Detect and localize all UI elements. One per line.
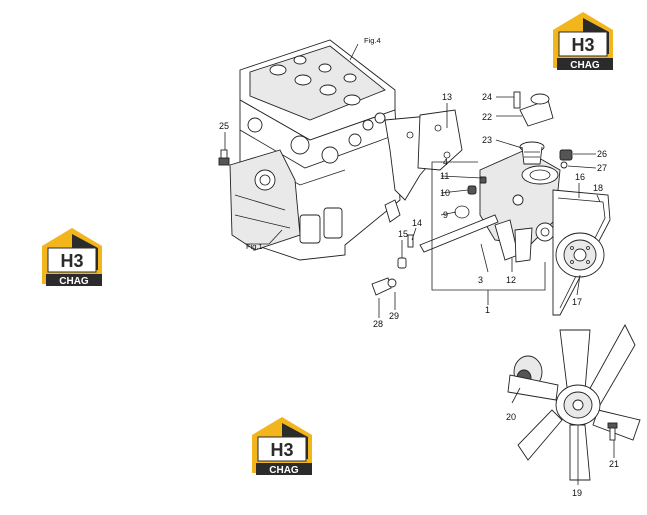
callout-12: 12 [506, 275, 516, 285]
watermark-logo-left: H3 CHAG [42, 228, 102, 287]
callout-26: 26 [597, 149, 607, 159]
callout-15: 15 [398, 229, 408, 239]
callout-24: 24 [482, 92, 492, 102]
watermark-word: CHAG [269, 465, 299, 476]
callout-18: 18 [593, 183, 603, 193]
leader-lines [224, 43, 615, 485]
callout-28: 28 [373, 319, 383, 329]
fig1-reference: Fig.1 [246, 242, 263, 251]
watermark-logo-bottom: H3 CHAG [252, 417, 312, 476]
callout-13: 13 [442, 92, 452, 102]
watermark-word: CHAG [570, 60, 600, 71]
watermark-mark: H3 [571, 35, 594, 55]
callout-22: 22 [482, 112, 492, 122]
callout-16: 16 [575, 172, 585, 182]
fan-assembly [507, 324, 641, 481]
fig4-reference: Fig.4 [364, 36, 381, 45]
bolt-25 [218, 149, 230, 166]
callout-29: 29 [389, 311, 399, 321]
callout-20: 20 [506, 412, 516, 422]
callout-14: 14 [412, 218, 422, 228]
callout-23: 23 [482, 135, 492, 145]
water-pump-assembly [371, 91, 611, 316]
callout-labels: Fig.4 Fig.1 13 24 22 23 4 11 10 9 26 27 … [219, 36, 619, 498]
watermark-logo-top-right: H3 CHAG [553, 12, 613, 71]
callout-27: 27 [597, 163, 607, 173]
callout-1: 1 [485, 305, 490, 315]
watermark-mark: H3 [270, 440, 293, 460]
watermark-word: CHAG [59, 276, 89, 287]
callout-4: 4 [443, 157, 448, 167]
callout-21: 21 [609, 459, 619, 469]
callout-10: 10 [440, 188, 450, 198]
callout-9: 9 [443, 210, 448, 220]
callout-3: 3 [478, 275, 483, 285]
callout-19: 19 [572, 488, 582, 498]
callout-11: 11 [440, 171, 449, 181]
callout-25: 25 [219, 121, 229, 131]
callout-17: 17 [572, 297, 582, 307]
watermark-mark: H3 [60, 251, 83, 271]
